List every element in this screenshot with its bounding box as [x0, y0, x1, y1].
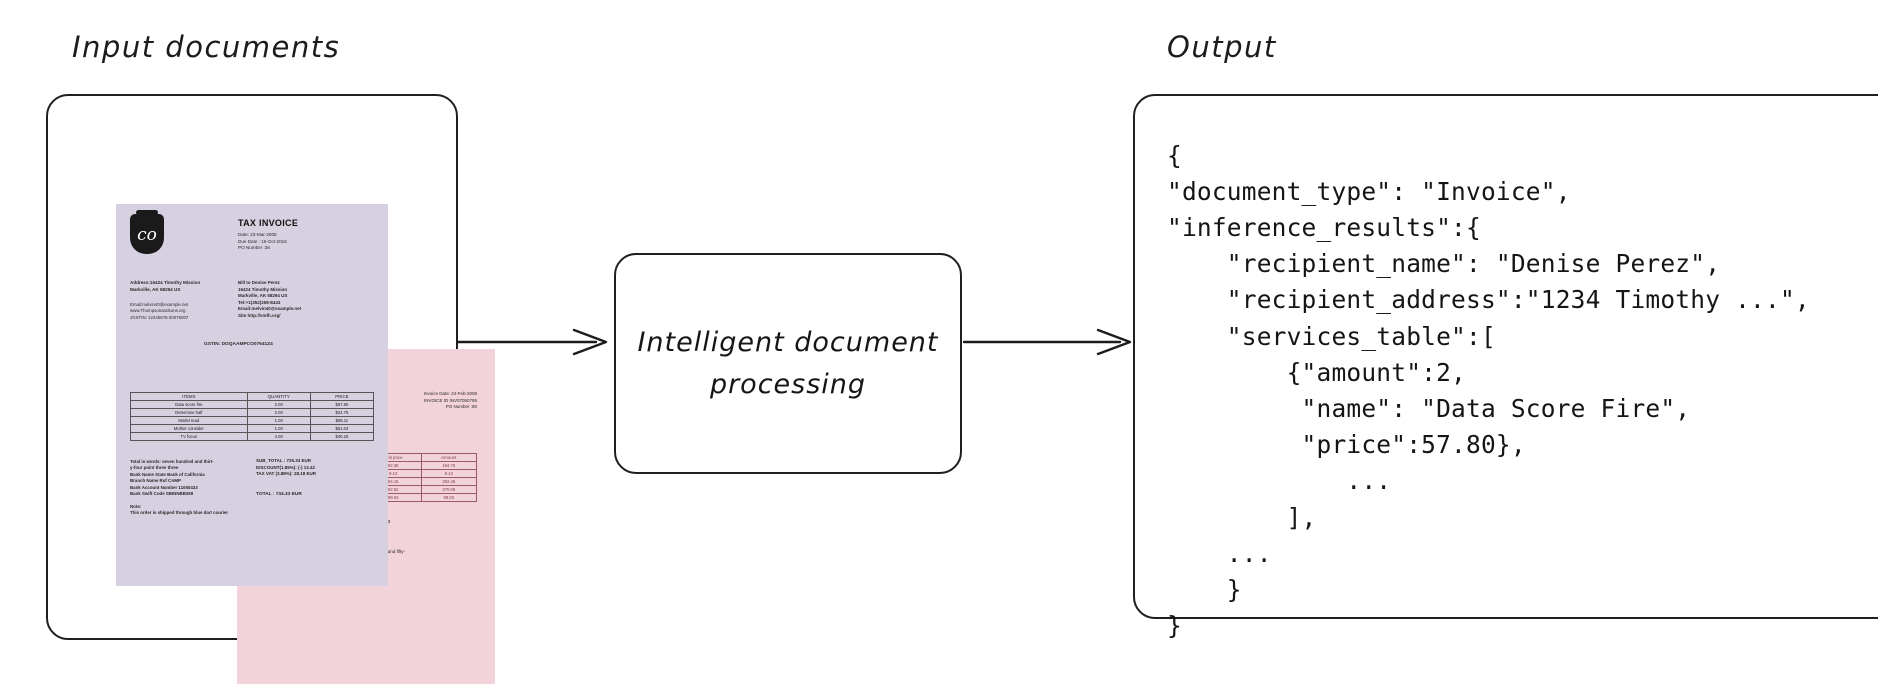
table-cell: $40.25: [309, 432, 375, 441]
table-cell: $24.75: [309, 408, 375, 417]
intelligent-document-processing-box[interactable]: Intelligent document processing: [614, 253, 962, 474]
table-cell: 2.00: [246, 408, 311, 417]
table-cell: 99.03: [420, 493, 477, 502]
table-cell: 184.76: [420, 461, 477, 470]
invoice-title: TAX INVOICE: [238, 218, 299, 228]
shipping-note: Note: This order is shipped through blue…: [130, 504, 229, 516]
invoice-meta: Date: 23-Mar-2008 Due Date : 16-Oct-2016…: [238, 232, 287, 251]
table-cell: 1.00: [246, 424, 311, 433]
grand-total: TOTAL : 734.33 EUR: [256, 492, 302, 497]
table-cell: 4.00: [246, 432, 311, 441]
gstin-line: GSTIN: DOQAAMPCO07641Z4: [204, 342, 273, 347]
subtotal-block: SUB_TOTAL : 725.33 EUR DISCOUNT(1.85%): …: [256, 458, 317, 477]
document-thumbnail-tax-invoice[interactable]: co TAX INVOICE Date: 23-Mar-2008 Due Dat…: [116, 204, 388, 586]
th-price: PRICE: [309, 392, 375, 401]
table-cell: 2.00: [246, 400, 311, 409]
table-cell: TV focus: [130, 432, 248, 441]
table-cell: $55.11: [309, 416, 375, 425]
company-logo-icon: co: [130, 210, 164, 254]
table-header-row: ITEMS QUANTITY PRICE: [130, 392, 375, 401]
output-json-code: { "document_type": "Invoice", "inference…: [1167, 140, 1810, 641]
input-documents-panel: co TAX INVOICE Date: 23-Mar-2008 Due Dat…: [46, 94, 495, 684]
pink-invoice-meta: Invoice Date: 24-Feb-2008 INVOICE ID INV…: [423, 391, 477, 410]
table-cell: Data score fire: [130, 400, 248, 409]
output-json-panel: [1133, 94, 1878, 619]
th-items: ITEMS: [130, 392, 248, 401]
bill-to-block: Bill to Denise Perez 16424 Timothy Missi…: [238, 280, 302, 318]
table-cell: 370.08: [420, 485, 477, 494]
sender-contact: Email:melvin40@example.net www.Thompsona…: [130, 302, 189, 320]
table-cell: 1.00: [246, 416, 311, 425]
sender-address: Address:16424 Timothy Mission Markville,…: [130, 280, 201, 292]
table-cell: Mother consider: [130, 424, 248, 433]
table-cell: $57.80: [309, 400, 375, 409]
th-amount: Amount: [420, 453, 477, 462]
table-cell: Model read: [130, 416, 248, 425]
table-cell: 282.45: [420, 477, 477, 486]
arrow-process-to-output: [962, 328, 1132, 356]
total-in-words: Total in words: seven hundred and thirt-…: [130, 459, 214, 471]
output-heading: Output: [1167, 30, 1277, 64]
table-cell: Determine half: [130, 408, 248, 417]
th-quantity: QUANTITY: [246, 392, 311, 401]
process-box-label: Intelligent document processing: [637, 326, 939, 400]
table-cell: 9.13: [420, 469, 477, 478]
bank-details: Bank Name State Bank of California Branc…: [130, 472, 205, 497]
arrow-input-to-process: [456, 328, 608, 356]
table-cell: $51.04: [309, 424, 375, 433]
input-documents-heading: Input documents: [72, 30, 341, 64]
